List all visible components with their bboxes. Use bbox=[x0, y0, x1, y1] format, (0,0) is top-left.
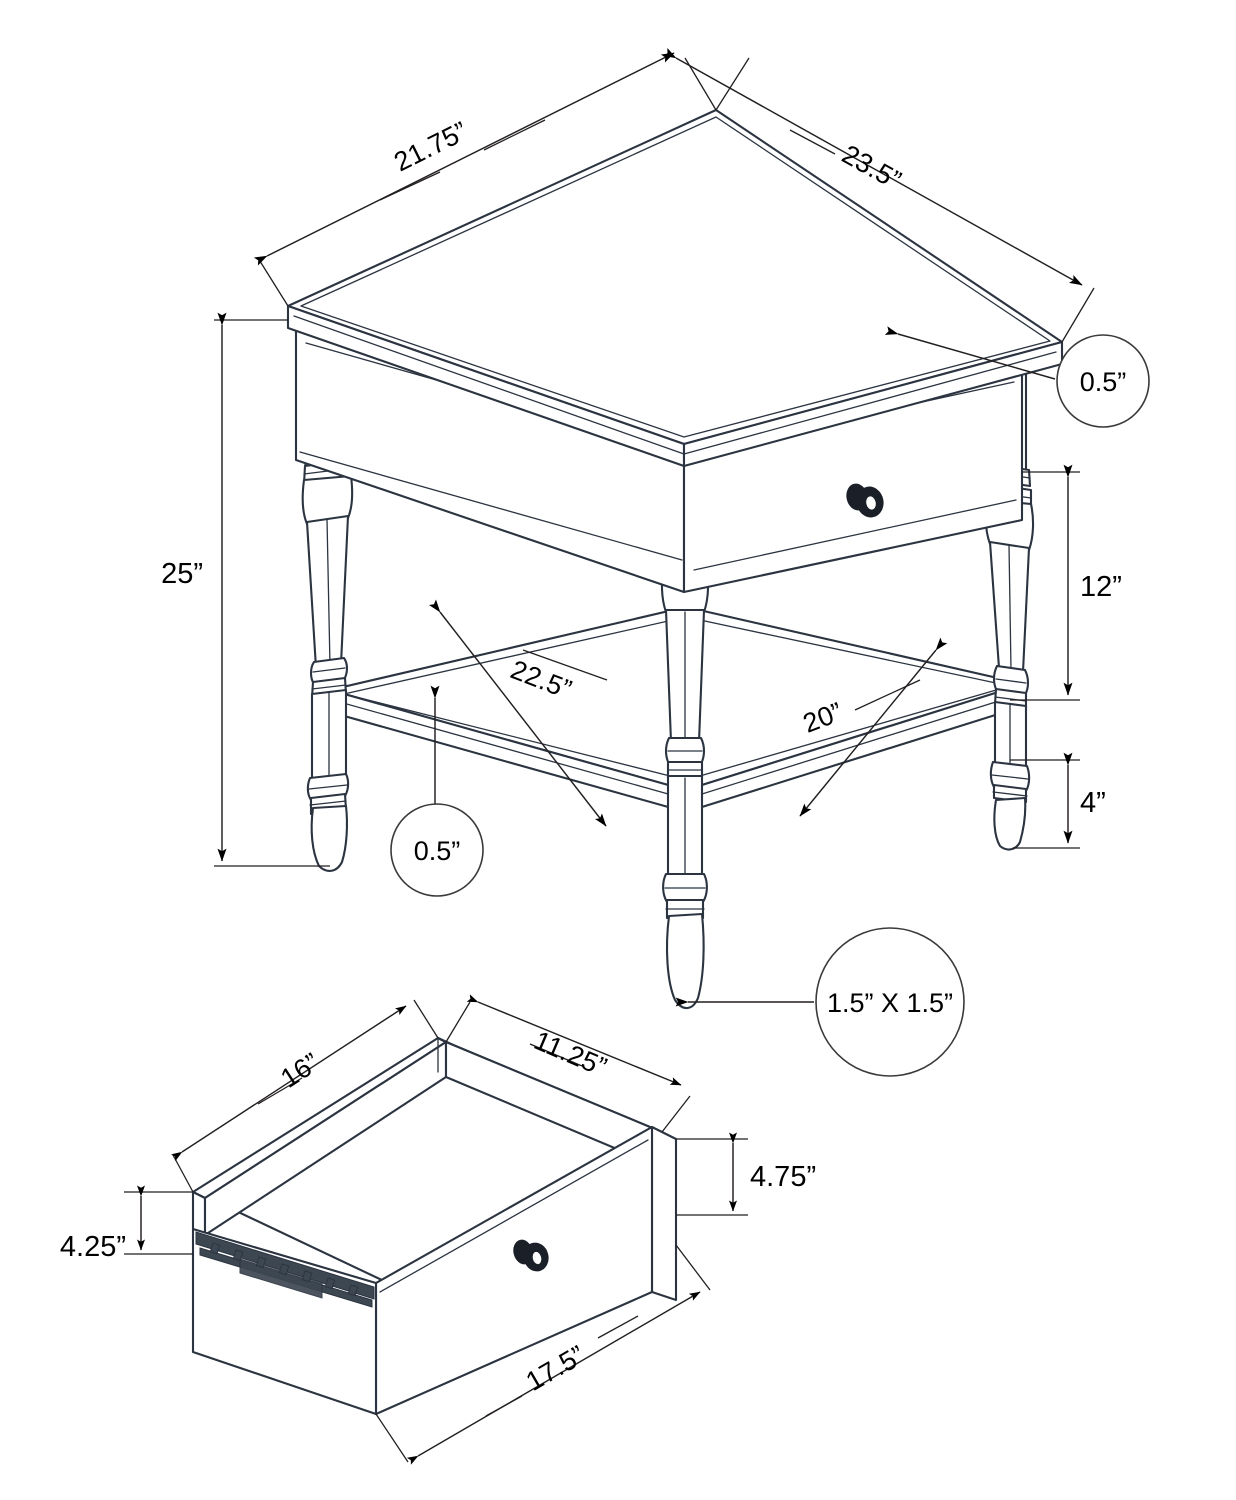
callout-label-leg-section: 1.5” X 1.5” bbox=[827, 988, 953, 1018]
drawer-knob-front[interactable] bbox=[511, 1238, 551, 1273]
callout-top-thickness: 0.5” bbox=[884, 326, 1150, 428]
dimension-label-4: 4” bbox=[1080, 787, 1106, 819]
dimension-label-12: 12” bbox=[1080, 571, 1122, 603]
drawer-slide-rail bbox=[195, 1231, 375, 1308]
callout-label-top-thickness: 0.5” bbox=[1080, 367, 1127, 397]
callout-circle-leg bbox=[815, 927, 965, 1077]
drawer-knob-table[interactable] bbox=[845, 482, 886, 519]
dimension-label-11-25: 11.25” bbox=[530, 1025, 611, 1082]
dimension-label-4-75: 4.75” bbox=[750, 1161, 816, 1193]
callout-shelf-thickness: 0.5” bbox=[390, 685, 484, 897]
drawer-detail-drawing: 16” 11.25” 4.25” 4.7 bbox=[60, 994, 816, 1465]
dimension-label-23-5: 23.5” bbox=[837, 139, 906, 196]
dimension-4-25: 4.25” bbox=[60, 1185, 193, 1263]
callout-leg-section: 1.5” X 1.5” bbox=[675, 927, 965, 1077]
end-table-drawing: 21.75” 23.5” 0.5” 25” bbox=[161, 48, 1150, 1077]
callout-circle-shelf bbox=[390, 803, 484, 897]
dimension-4-75: 4.75” bbox=[676, 1132, 816, 1216]
callout-label-shelf-thickness: 0.5” bbox=[414, 836, 461, 866]
dimension-label-21-75: 21.75” bbox=[389, 116, 472, 178]
dimension-label-4-25: 4.25” bbox=[60, 1231, 126, 1263]
dimension-label-25: 25” bbox=[161, 558, 203, 590]
dimension-25: 25” bbox=[161, 312, 330, 867]
dimension-12: 12” bbox=[1010, 464, 1122, 701]
callout-circle-top bbox=[1056, 334, 1150, 428]
dimension-4: 4” bbox=[1010, 752, 1106, 849]
dimension-label-17-5: 17.5” bbox=[521, 1340, 590, 1397]
